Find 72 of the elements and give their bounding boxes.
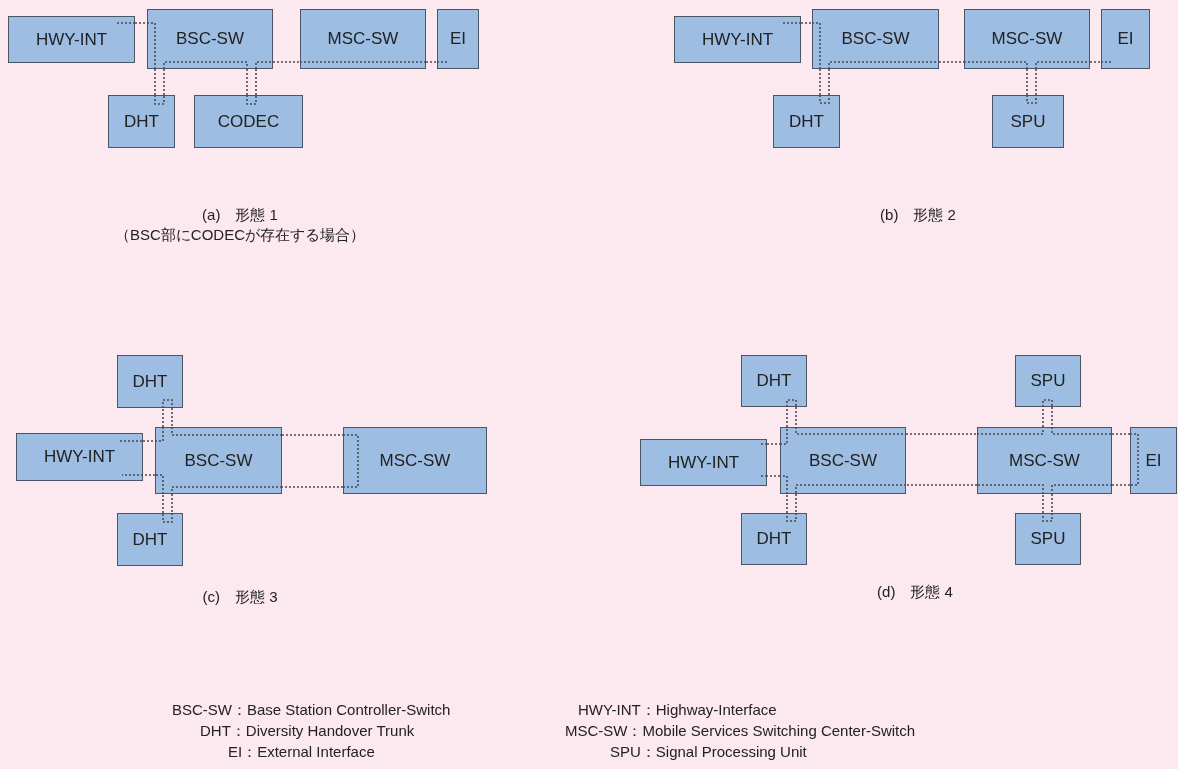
dotted-line [795,406,797,428]
unit-box: EI [1101,9,1150,69]
dotted-line [142,440,156,442]
dotted-line [1051,406,1053,428]
dotted-line [425,61,438,63]
dotted-line [1042,406,1044,428]
dotted-line [134,22,148,24]
unit-box: BSC-SW [147,9,273,69]
glossary-entry: BSC-SW：Base Station Controller-Switch [172,701,451,720]
unit-box: HWY-INT [640,439,767,486]
figure-caption: (d) 形態 4 [877,583,953,602]
dotted-line [786,493,788,514]
dotted-line [163,68,165,96]
unit-box: BSC-SW [780,427,906,494]
unit-box: DHT [741,355,807,407]
unit-box: SPU [1015,513,1081,565]
unit-box: DHT [117,513,183,566]
unit-box: MSC-SW [977,427,1112,494]
unit-box: DHT [741,513,807,565]
unit-box: DHT [108,95,175,148]
unit-box: DHT [773,95,840,148]
figure-caption: (b) 形態 2 [880,206,956,225]
unit-box: CODEC [194,95,303,148]
unit-box: BSC-SW [812,9,939,69]
dotted-line [142,474,156,476]
dotted-line [819,68,821,96]
dotted-line [795,493,797,514]
figure-caption: （BSC部にCODECが存在する場合） [115,226,365,245]
dotted-line [1035,68,1037,96]
glossary-entry: EI：External Interface [228,743,375,762]
unit-box: DHT [117,355,183,408]
unit-box: HWY-INT [674,16,801,63]
unit-box: MSC-SW [964,9,1090,69]
dotted-line [171,493,173,514]
glossary-entry: SPU：Signal Processing Unit [610,743,807,762]
unit-box: MSC-SW [300,9,426,69]
dotted-line [1051,493,1053,514]
dotted-line [1042,493,1044,514]
dotted-line [766,443,781,445]
unit-box: SPU [1015,355,1081,407]
dotted-line [1026,68,1028,96]
glossary-entry: HWY-INT：Highway-Interface [578,701,777,720]
dotted-line [162,407,164,428]
figure-caption: (c) 形態 3 [202,588,278,607]
dotted-line [154,68,156,96]
dotted-line [1111,484,1131,486]
dotted-line [281,486,344,488]
dotted-line [828,68,830,96]
unit-box: HWY-INT [8,16,135,63]
dotted-line [1089,61,1102,63]
dotted-line [1111,433,1131,435]
dotted-line [255,68,257,96]
dotted-line [938,61,965,63]
unit-box: EI [437,9,479,69]
dotted-line [272,61,301,63]
unit-box: HWY-INT [16,433,143,481]
glossary-entry: DHT：Diversity Handover Trunk [200,722,415,741]
dotted-line [246,68,248,96]
unit-box: MSC-SW [343,427,487,494]
dotted-line [171,407,173,428]
dotted-line [905,484,978,486]
dotted-line [786,406,788,428]
figure-caption: (a) 形態 1 [202,206,278,225]
dotted-line [800,22,813,24]
dotted-line [905,433,978,435]
dotted-line [766,475,781,477]
dotted-line [162,493,164,514]
glossary-entry: MSC-SW：Mobile Services Switching Center-Switch [565,722,916,741]
dotted-line [281,434,344,436]
unit-box: BSC-SW [155,427,282,494]
unit-box: EI [1130,427,1177,494]
unit-box: SPU [992,95,1064,148]
